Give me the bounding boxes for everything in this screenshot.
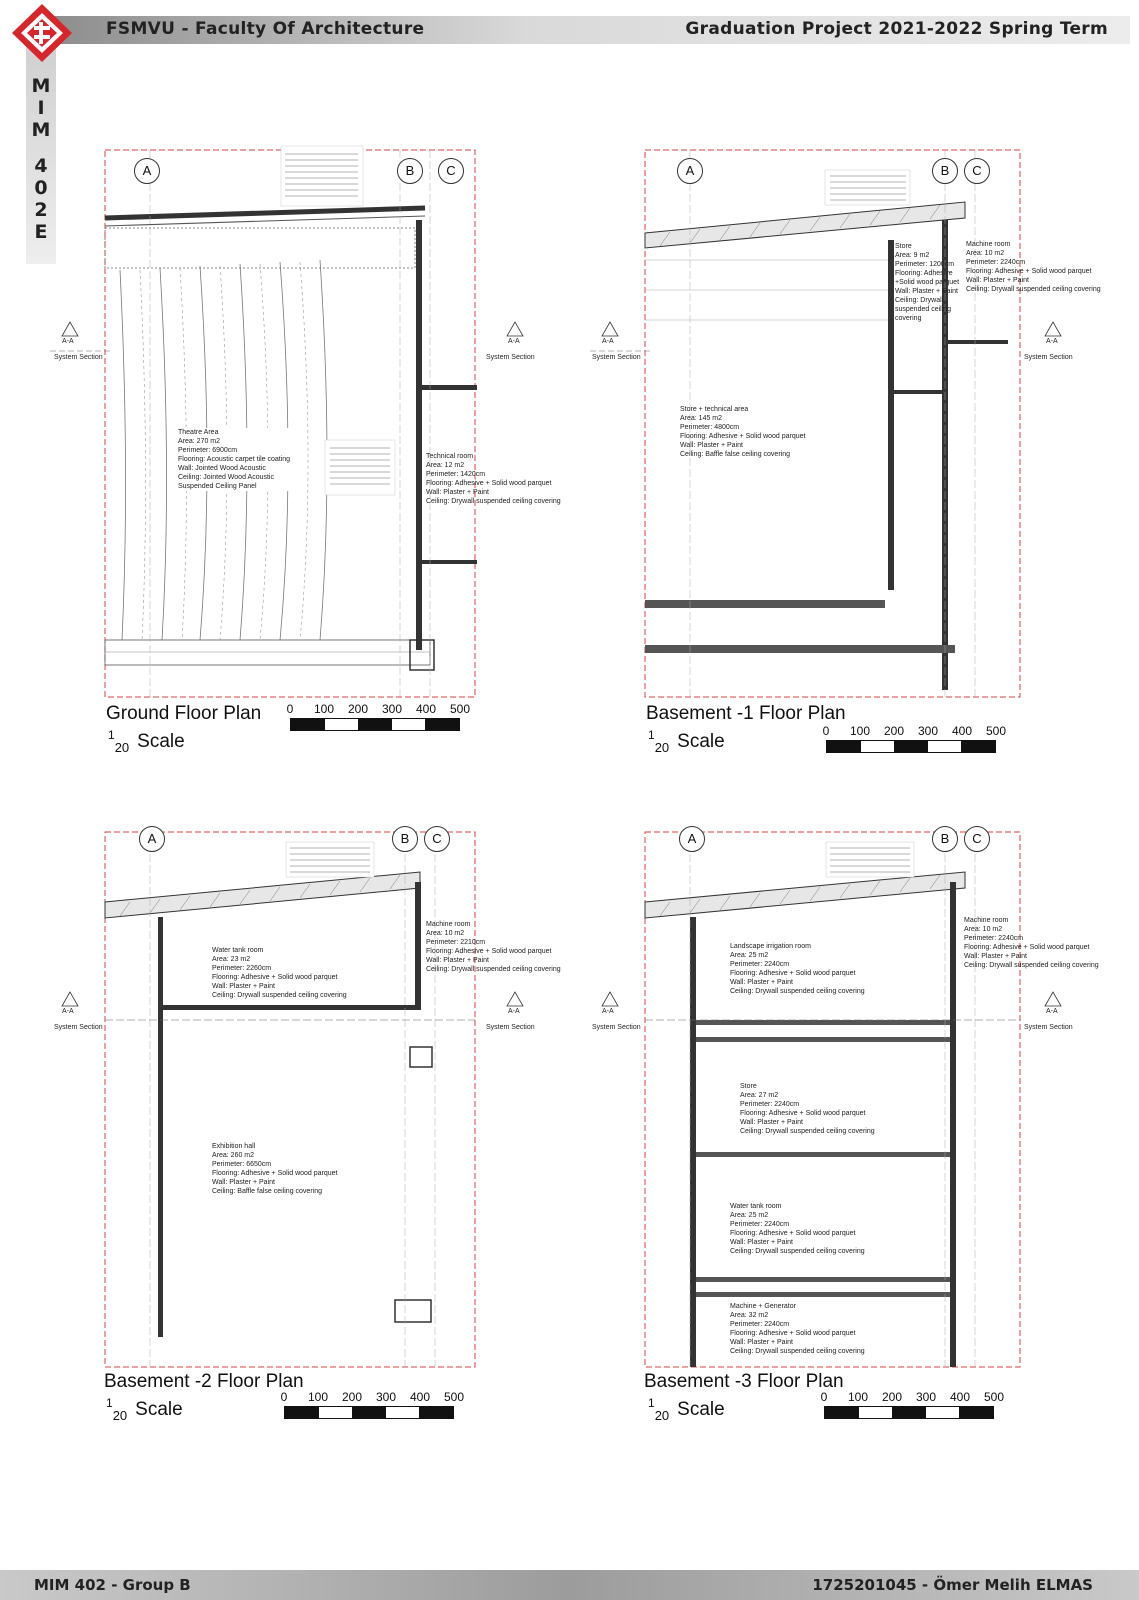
plan-title: Basement -1 Floor Plan: [646, 703, 846, 724]
side-strip: [26, 44, 56, 264]
grid-axis-c: C: [424, 826, 450, 852]
basement-3-floor-plan: A B C A-A System Section A-A System Sect…: [590, 822, 1120, 1462]
course-letter: 2: [34, 199, 48, 221]
system-section-right: System Section: [1024, 1024, 1073, 1031]
section-mark-right: A-A: [508, 338, 520, 345]
course-letter: E: [34, 221, 48, 243]
course-letter: M: [31, 119, 51, 141]
grid-axis-b: B: [932, 158, 958, 184]
scale-bar: 0 100 200 300 400 500: [821, 1390, 1004, 1419]
plan-title: Basement -2 Floor Plan: [104, 1371, 304, 1392]
course-letter: M: [31, 75, 51, 97]
footer-bar: MIM 402 - Group B 1725201045 - Ömer Meli…: [0, 1570, 1139, 1600]
university-logo-icon: [12, 4, 72, 62]
ground-floor-plan: A B C A-A System Section A-A System Sect…: [50, 140, 570, 780]
grid-axis-a: A: [677, 158, 703, 184]
grid-axis-b: B: [392, 826, 418, 852]
system-section-left: System Section: [54, 354, 103, 361]
course-group: MIM 402 - Group B: [34, 1576, 191, 1594]
grid-axis-c: C: [964, 826, 990, 852]
course-letter: 4: [34, 155, 48, 177]
section-mark-right: A-A: [1046, 338, 1058, 345]
system-section-left: System Section: [592, 354, 641, 361]
basement-1-floor-plan: A B C A-A System Section A-A System Sect…: [590, 140, 1120, 780]
section-mark-left: A-A: [62, 338, 74, 345]
grid-axis-a: A: [139, 826, 165, 852]
basement-3-drawing: [601, 831, 1062, 1368]
section-mark-right: A-A: [508, 1008, 520, 1015]
course-code-vertical: M I M 4 0 2 E: [30, 75, 52, 243]
system-section-left: System Section: [54, 1024, 103, 1031]
student-id-name: 1725201045 - Ömer Melih ELMAS: [812, 1576, 1093, 1594]
grid-axis-a: A: [134, 158, 160, 184]
basement-1-drawing: [590, 149, 1062, 698]
grid-axis-b: B: [397, 158, 423, 184]
system-section-left: System Section: [592, 1024, 641, 1031]
section-mark-left: A-A: [602, 1008, 614, 1015]
plan-title: Basement -3 Floor Plan: [644, 1371, 844, 1392]
project-term: Graduation Project 2021-2022 Spring Term: [685, 19, 1108, 39]
section-mark-left: A-A: [602, 338, 614, 345]
grid-axis-a: A: [679, 826, 705, 852]
section-mark-right: A-A: [1046, 1008, 1058, 1015]
course-letter: 0: [34, 177, 48, 199]
system-section-right: System Section: [486, 354, 535, 361]
scale-bar: 0 100 200 300 400 500: [281, 1390, 464, 1419]
basement-2-drawing: [61, 831, 524, 1368]
faculty-name: FSMVU - Faculty Of Architecture: [106, 19, 425, 39]
basement-2-floor-plan: A B C A-A System Section A-A System Sect…: [50, 822, 570, 1462]
plan-title: Ground Floor Plan: [106, 703, 262, 724]
system-section-right: System Section: [1024, 354, 1073, 361]
scale-bar: 0 100 200 300 400 500: [287, 702, 470, 731]
header-bar: FSMVU - Faculty Of Architecture Graduati…: [30, 16, 1130, 44]
course-letter: I: [37, 97, 45, 119]
scale-bar: 0 100 200 300 400 500: [823, 724, 1006, 753]
system-section-right: System Section: [486, 1024, 535, 1031]
section-mark-left: A-A: [62, 1008, 74, 1015]
grid-axis-c: C: [438, 158, 464, 184]
grid-axis-b: B: [932, 826, 958, 852]
ground-floor-drawing: [50, 145, 524, 698]
grid-axis-c: C: [964, 158, 990, 184]
